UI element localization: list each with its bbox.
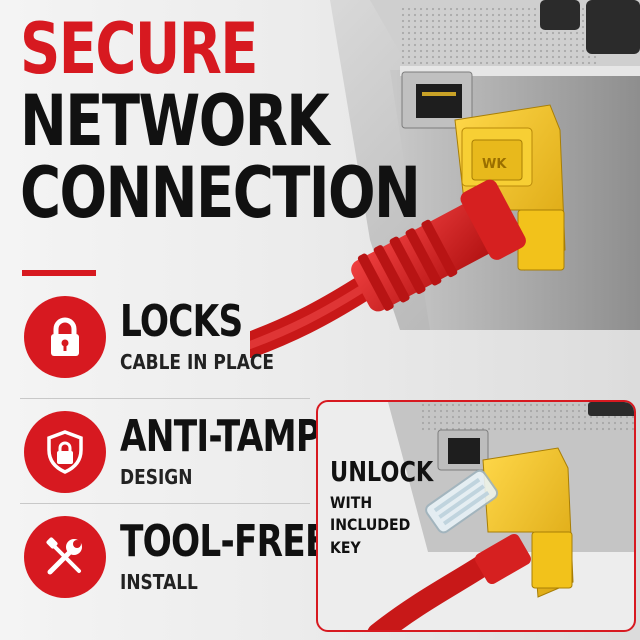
transparent-key — [425, 469, 499, 534]
headline-line-2: NETWORK — [20, 80, 330, 162]
port-lock: WK — [454, 104, 566, 271]
inset-title: UNLOCK — [330, 455, 434, 488]
shield-lock-icon — [47, 430, 83, 474]
feature-anti-tamper: ANTI-TAMPER DESIGN — [20, 405, 369, 505]
laptop-cable-scene: WK — [250, 0, 640, 358]
headline-line-1: SECURE — [20, 8, 259, 90]
feature-title: TOOL-FREE — [120, 516, 328, 567]
padlock-icon — [51, 317, 79, 356]
headline-underline — [22, 270, 96, 276]
feature-icon-badge — [24, 411, 106, 493]
feature-icon-badge — [24, 296, 106, 378]
keyboard-key-shift — [586, 0, 640, 54]
feature-tool-free: TOOL-FREE INSTALL — [20, 510, 328, 610]
inset-line-3: KEY — [330, 537, 361, 557]
headline: SECURE NETWORK CONNECTION — [20, 14, 519, 228]
feature-locks: LOCKS CABLE IN PLACE — [20, 290, 320, 390]
feature-divider — [20, 398, 310, 399]
inset-line-2: INCLUDED — [330, 515, 411, 535]
ethernet-cable — [250, 179, 526, 358]
inset-caption: UNLOCK WITH INCLUDED KEY — [330, 458, 459, 559]
ethernet-port — [401, 71, 473, 129]
inset-scene — [367, 402, 634, 630]
feature-divider — [20, 503, 310, 504]
feature-subtitle: CABLE IN PLACE — [120, 350, 274, 374]
lock-marking: WK — [482, 157, 507, 172]
wrench-screwdriver-icon — [46, 537, 82, 575]
feature-subtitle: INSTALL — [120, 570, 198, 594]
feature-subtitle: DESIGN — [120, 465, 193, 489]
headline-line-3: CONNECTION — [20, 152, 421, 234]
unlock-inset: UNLOCK WITH INCLUDED KEY — [316, 400, 636, 632]
feature-icon-badge — [24, 516, 106, 598]
inset-line-1: WITH — [330, 493, 373, 512]
feature-title: LOCKS — [120, 296, 243, 347]
